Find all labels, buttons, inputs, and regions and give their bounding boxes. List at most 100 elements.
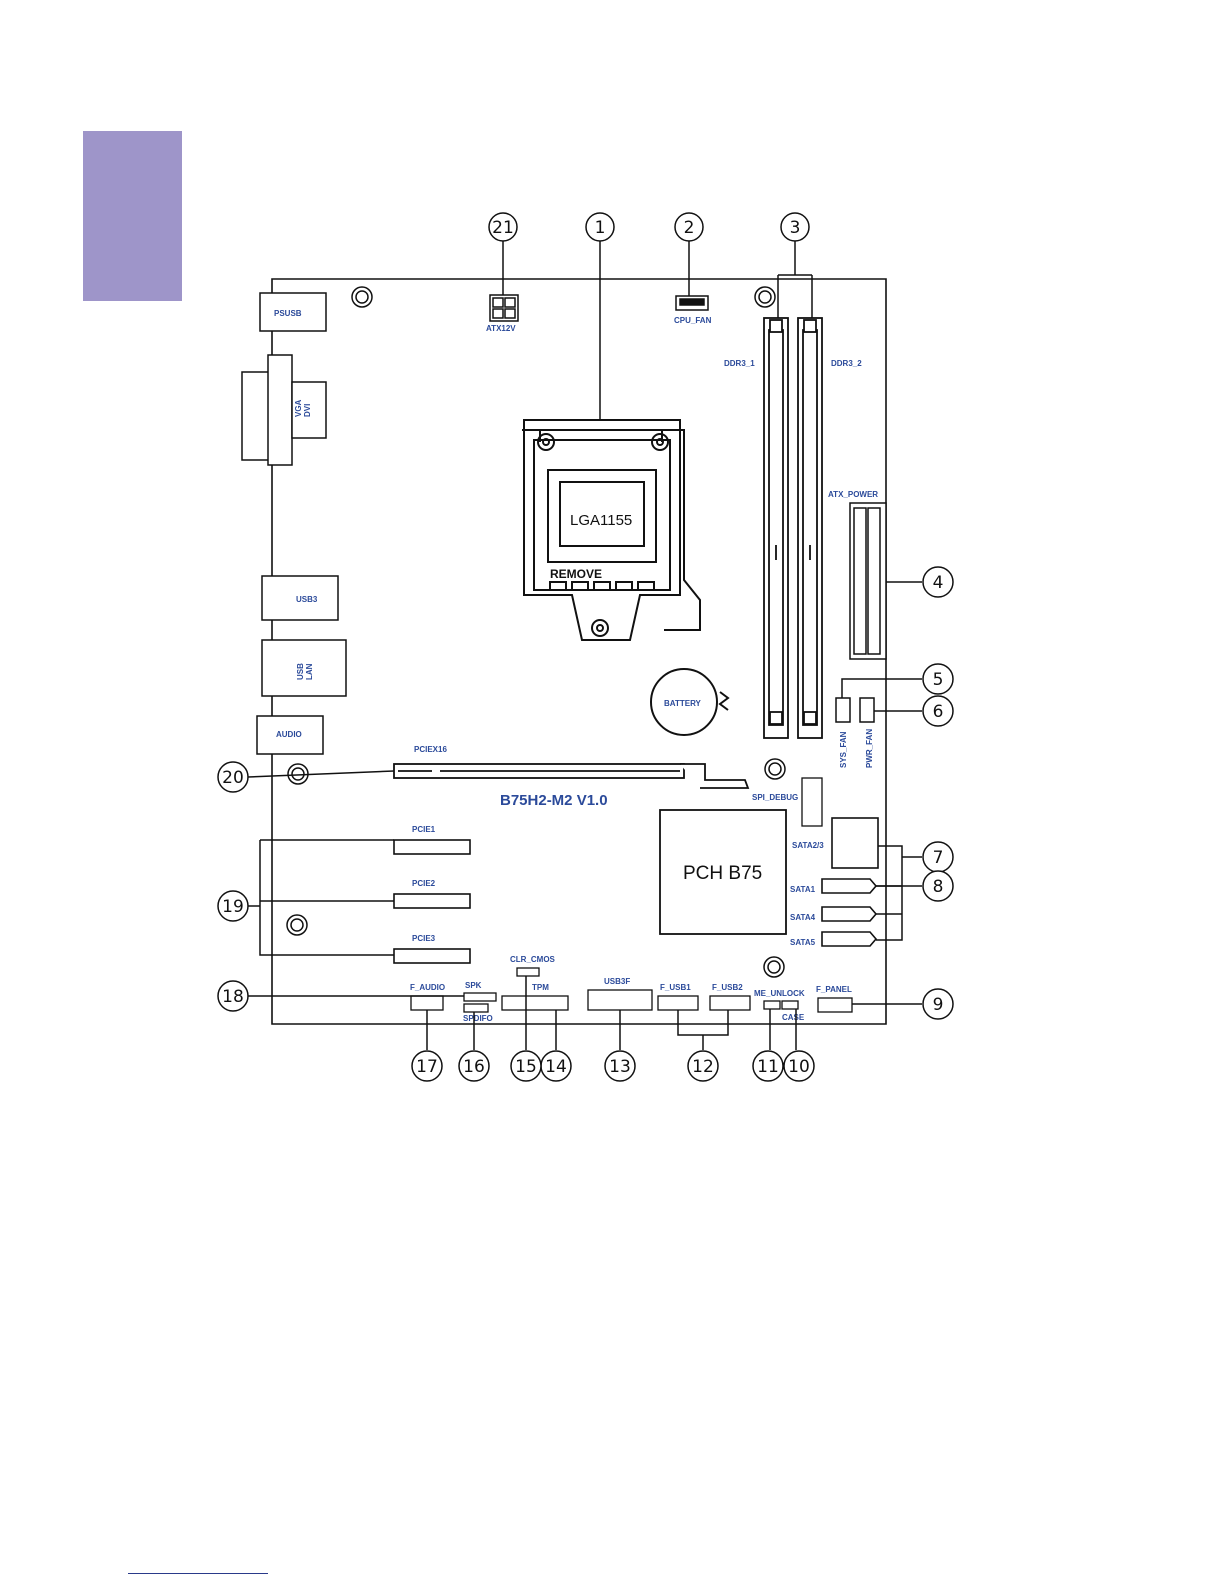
atx12v-connector (489, 294, 519, 322)
atx12v-label: ATX12V (486, 324, 516, 333)
sata1-label: SATA1 (790, 885, 816, 894)
spdifo-label: SPDIFO (463, 1014, 493, 1023)
svg-text:4: 4 (933, 573, 944, 593)
svg-text:13: 13 (609, 1057, 631, 1077)
cpu-fan-header (675, 295, 709, 311)
sata23-label: SATA2/3 (792, 841, 824, 850)
audio-rear-label: AUDIO (276, 730, 302, 739)
pcie1-label: PCIE1 (412, 825, 436, 834)
svg-text:2: 2 (684, 218, 695, 238)
me-unlock-label: ME_UNLOCK (754, 989, 805, 998)
svg-text:12: 12 (692, 1057, 714, 1077)
rear-io (241, 292, 347, 755)
spk-label: SPK (465, 981, 482, 990)
callout-2: 2 (674, 212, 704, 242)
callout-19: 19 (217, 890, 249, 922)
callout-7: 7 (922, 841, 954, 873)
board-model: B75H2-M2 V1.0 (500, 792, 608, 809)
svg-text:6: 6 (933, 702, 944, 722)
f-usb2-label: F_USB2 (712, 983, 743, 992)
battery (650, 668, 730, 736)
svg-text:5: 5 (933, 670, 944, 690)
svg-text:7: 7 (933, 848, 944, 868)
chapter-tab (83, 131, 182, 301)
spi-debug-label: SPI_DEBUG (752, 793, 798, 802)
svg-text:1: 1 (595, 218, 606, 238)
f-panel-label: F_PANEL (816, 985, 852, 994)
svg-text:8: 8 (933, 877, 944, 897)
f-audio-label: F_AUDIO (410, 983, 445, 992)
callout-20: 20 (217, 761, 249, 793)
callout-13: 13 (604, 1050, 636, 1082)
sata-ports (821, 817, 879, 947)
ddr3-2-label: DDR3_2 (831, 359, 862, 368)
case-label: CASE (782, 1013, 805, 1022)
ddr3-slots (763, 317, 823, 739)
callout-5: 5 (922, 663, 954, 695)
psusb-label: PSUSB (274, 309, 302, 318)
footer-line (128, 1573, 268, 1574)
usb3f-label: USB3F (604, 977, 630, 986)
atx-power-label: ATX_POWER (828, 490, 878, 499)
callout-leaders (247, 241, 922, 1050)
callout-14: 14 (540, 1050, 572, 1082)
svg-text:17: 17 (416, 1057, 438, 1077)
svg-text:18: 18 (222, 987, 244, 1007)
callout-4: 4 (922, 566, 954, 598)
svg-text:16: 16 (463, 1057, 485, 1077)
svg-text:21: 21 (492, 218, 514, 238)
socket-label: LGA1155 (570, 512, 632, 529)
svg-text:19: 19 (222, 897, 244, 917)
sata4-label: SATA4 (790, 913, 816, 922)
battery-label: BATTERY (664, 699, 702, 708)
vga-label: VGA (294, 399, 303, 417)
pch-chip (659, 809, 787, 935)
callout-12: 12 (687, 1050, 719, 1082)
usb-rear-label: USB (296, 663, 305, 680)
svg-text:11: 11 (757, 1057, 779, 1077)
callout-18: 18 (217, 980, 249, 1012)
callout-15: 15 (510, 1050, 542, 1082)
pcie2-label: PCIE2 (412, 879, 436, 888)
usb3-rear-label: USB3 (296, 595, 318, 604)
clr-cmos-label: CLR_CMOS (510, 955, 556, 964)
socket-remove-label: REMOVE (550, 567, 602, 581)
svg-text:14: 14 (545, 1057, 567, 1077)
callout-3: 3 (780, 212, 810, 242)
spi-debug-header (801, 777, 823, 827)
callout-11: 11 (752, 1050, 784, 1082)
pwr-fan-label: PWR_FAN (865, 729, 874, 768)
callout-17: 17 (411, 1050, 443, 1082)
svg-text:20: 20 (222, 768, 244, 788)
pciex16-slot (393, 763, 750, 789)
callout-1: 1 (585, 212, 615, 242)
svg-text:9: 9 (933, 995, 944, 1015)
lan-rear-label: LAN (305, 663, 314, 680)
cpu-socket (522, 419, 701, 641)
sys-fan-label: SYS_FAN (839, 731, 848, 768)
callout-8: 8 (922, 870, 954, 902)
atx-power-connector (849, 502, 887, 660)
callout-6: 6 (922, 695, 954, 727)
pcie-x1-slots (393, 839, 471, 964)
callout-markers: 21 1 2 3 4 5 6 7 8 9 10 11 12 13 14 15 1… (217, 212, 954, 1082)
pcie3-label: PCIE3 (412, 934, 436, 943)
fan-headers (835, 697, 875, 723)
svg-text:10: 10 (788, 1057, 810, 1077)
callout-10: 10 (783, 1050, 815, 1082)
pciex16-label: PCIEX16 (414, 745, 447, 754)
tpm-label: TPM (532, 983, 549, 992)
callout-9: 9 (922, 988, 954, 1020)
svg-text:15: 15 (515, 1057, 537, 1077)
sata5-label: SATA5 (790, 938, 816, 947)
callout-16: 16 (458, 1050, 490, 1082)
f-usb1-label: F_USB1 (660, 983, 691, 992)
chipset-label: PCH B75 (683, 863, 762, 884)
cpu-fan-label: CPU_FAN (674, 316, 712, 325)
ddr3-1-label: DDR3_1 (724, 359, 755, 368)
dvi-label: DVI (303, 404, 312, 417)
callout-21: 21 (488, 212, 518, 242)
bottom-headers (410, 967, 853, 1013)
svg-text:3: 3 (790, 218, 801, 238)
